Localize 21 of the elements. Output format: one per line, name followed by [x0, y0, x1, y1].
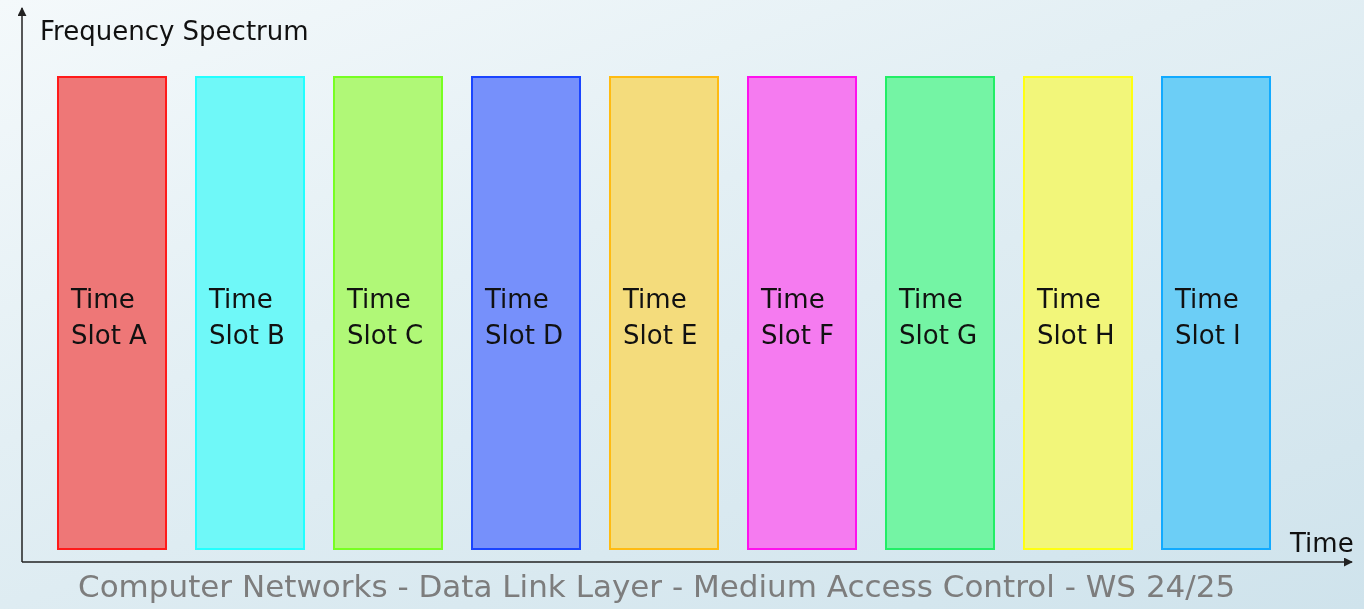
footer-caption: Computer Networks - Data Link Layer - Medium Access Control - WS 24/25 [78, 568, 1236, 604]
slot-label: Time Slot H [1037, 283, 1116, 352]
slot-label: Time Slot D [485, 283, 565, 352]
time-slot-bar [471, 76, 581, 550]
time-slot-bar [885, 76, 995, 550]
time-slot-bar [1161, 76, 1271, 550]
slot-label: Time Slot I [1175, 283, 1242, 352]
time-slot-bar [333, 76, 443, 550]
time-slot-bar [57, 76, 167, 550]
time-slot-bar [195, 76, 305, 550]
time-slot-bar [1023, 76, 1133, 550]
slot-label: Time Slot G [899, 283, 979, 352]
slot-label: Time Slot B [209, 283, 286, 352]
time-slot-bar [609, 76, 719, 550]
slot-label: Time Slot A [71, 283, 148, 352]
time-slot-bar [747, 76, 857, 550]
slot-label: Time Slot C [347, 283, 425, 352]
axis-label: Frequency Spectrum [40, 16, 309, 46]
axis-label: Time [1290, 528, 1354, 558]
slot-label: Time Slot F [761, 283, 836, 352]
slot-label: Time Slot E [623, 283, 699, 352]
